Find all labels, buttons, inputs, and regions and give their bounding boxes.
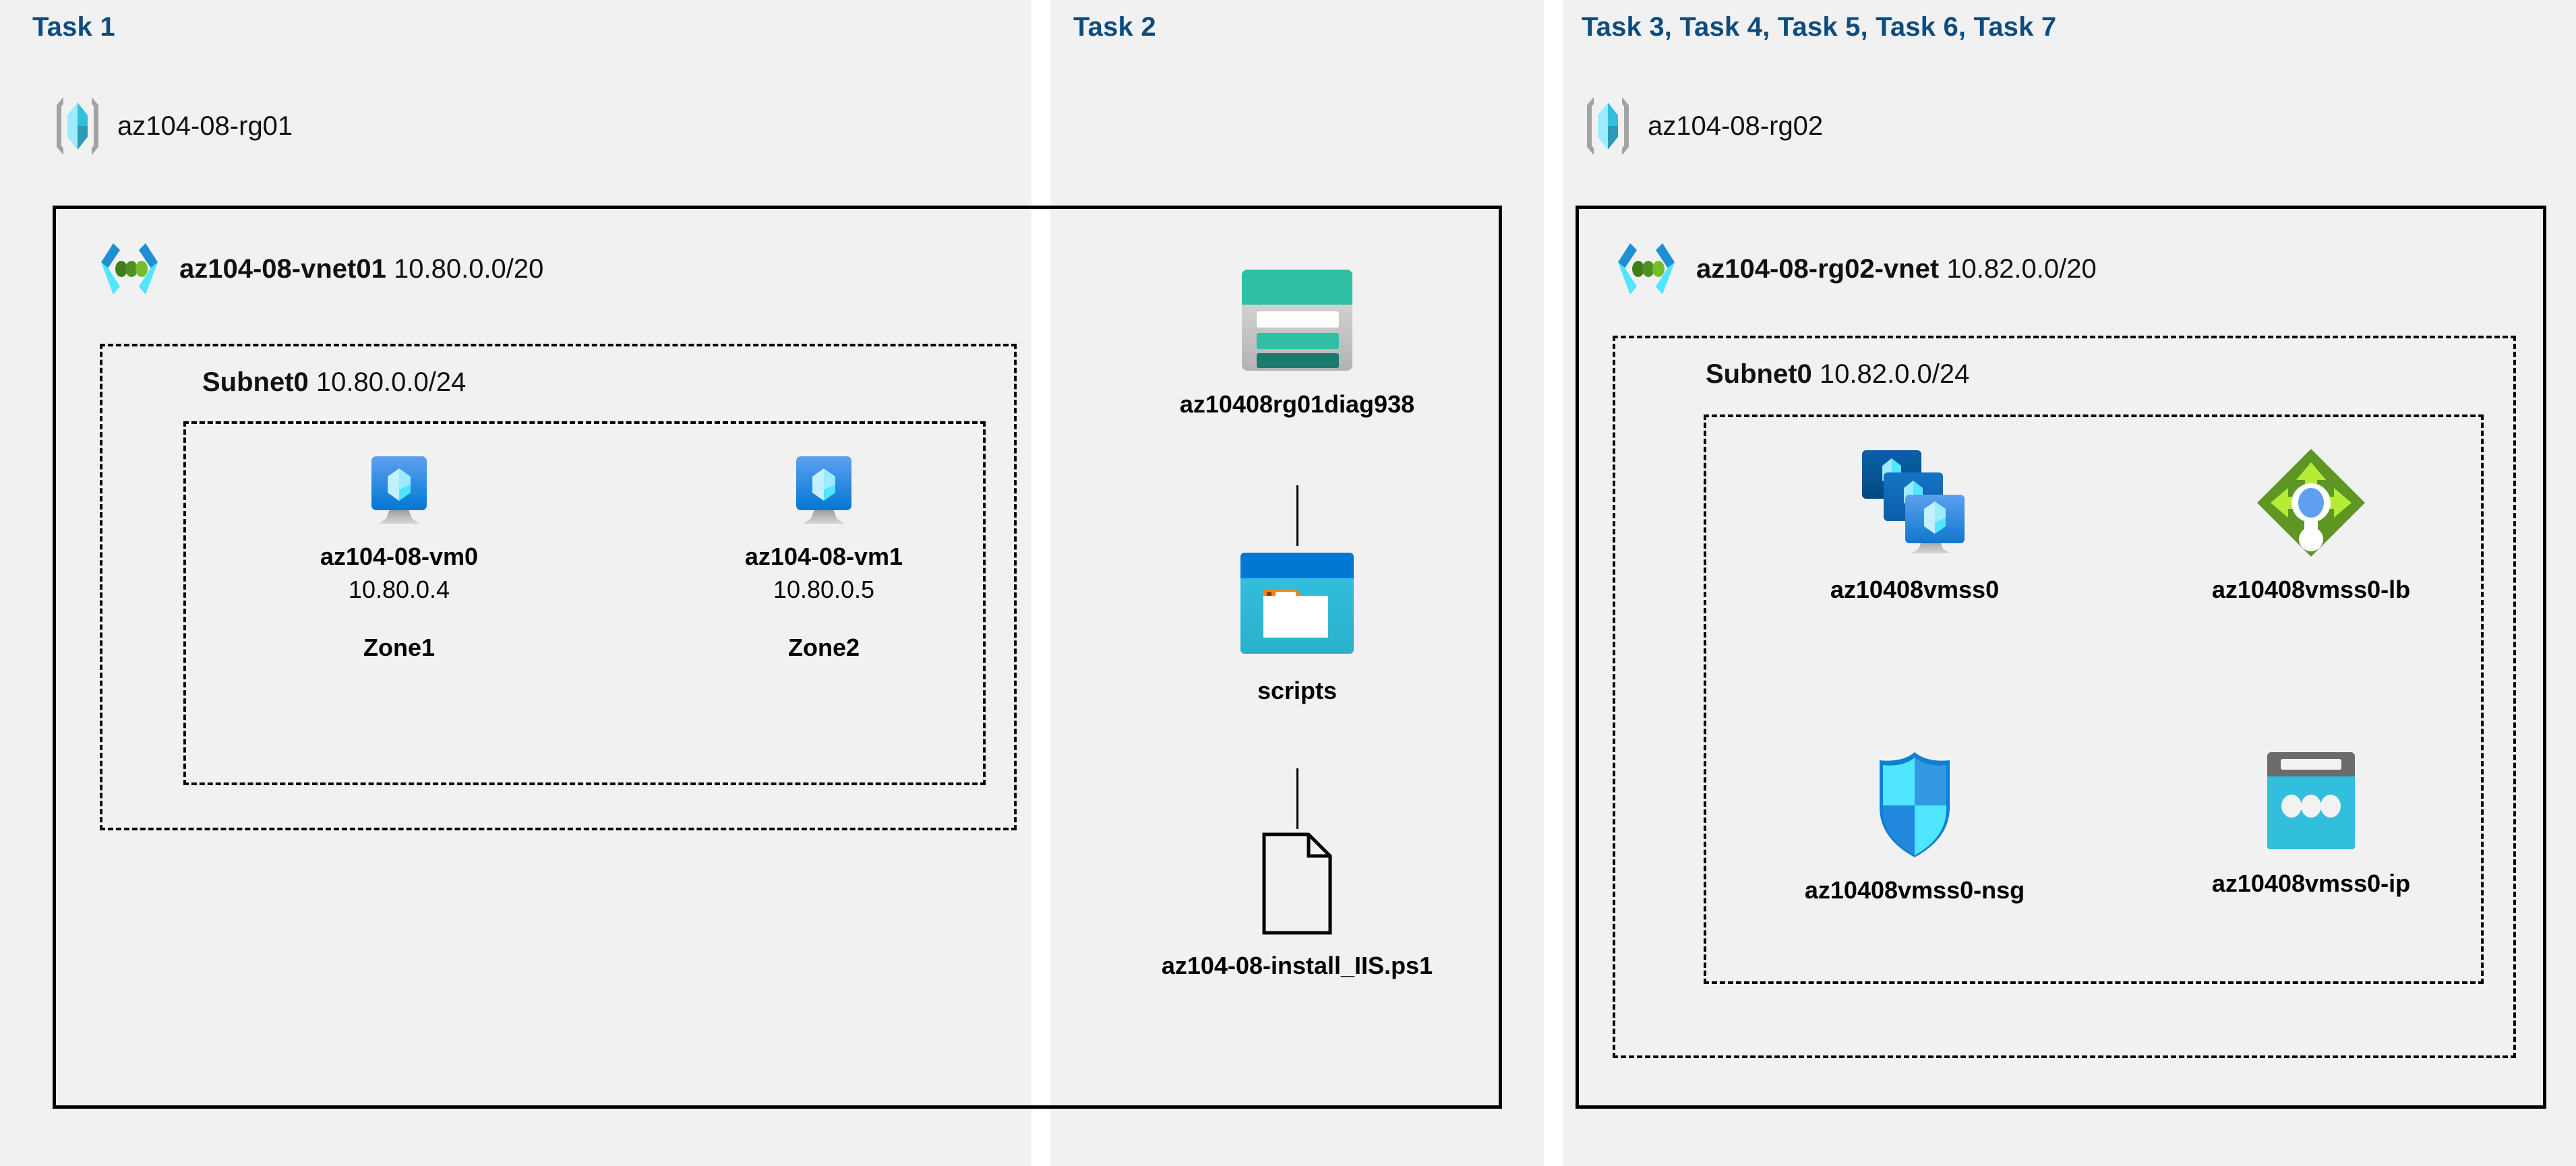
storage-account-node[interactable]: az10408rg01diag938 <box>1176 264 1418 419</box>
task1-resource-group-name: az104-08-rg01 <box>117 111 293 141</box>
task1-vnet-cidr: 10.80.0.0/20 <box>393 253 544 284</box>
vm-scale-set-name: az10408vmss0 <box>1830 576 2000 603</box>
vm-node-1-zone: Zone2 <box>787 634 860 661</box>
task2-label: Task 2 <box>1073 12 1156 42</box>
virtual-network-icon <box>94 239 164 299</box>
public-ip-address-name: az10408vmss0-ip <box>2211 869 2411 897</box>
connector-storage-to-scripts <box>1296 485 1298 546</box>
connector-scripts-to-script-file <box>1296 768 1298 829</box>
task3-vnet-header: az104-08-rg02-vnet 10.82.0.0/20 <box>1611 239 2097 299</box>
vm-node-0-name: az104-08-vm0 <box>320 543 479 570</box>
task1-subnet-name: Subnet0 <box>202 367 309 397</box>
task1-vnet-label: az104-08-vnet01 10.80.0.0/20 <box>179 254 543 284</box>
storage-account-name: az10408rg01diag938 <box>1179 390 1415 418</box>
task1-vnet-name: az104-08-vnet01 <box>179 253 386 284</box>
task1-subnet-header: Subnet0 10.80.0.0/24 <box>202 367 466 398</box>
public-ip-address-node[interactable]: az10408vmss0-ip <box>2169 748 2453 898</box>
vm-node-0-ip: 10.80.0.4 <box>348 576 450 603</box>
task1-vm-group-box <box>183 421 986 785</box>
script-file-icon <box>1254 830 1340 937</box>
vm-scale-set-icon <box>1847 445 1982 561</box>
task1-resource-group-header: az104-08-rg01 <box>53 94 293 158</box>
load-balancer-node[interactable]: az10408vmss0-lb <box>2169 445 2453 605</box>
task1-subnet-box <box>100 344 1017 830</box>
task1-subnet-cidr: 10.80.0.0/24 <box>316 367 467 397</box>
task3-resource-group-header: az104-08-rg02 <box>1583 94 1823 158</box>
network-security-group-name: az10408vmss0-nsg <box>1804 876 2025 904</box>
task1-label: Task 1 <box>32 12 115 42</box>
virtual-machine-icon <box>362 455 436 528</box>
storage-account-icon <box>1236 264 1358 375</box>
vm-node-1-ip: 10.80.0.5 <box>773 576 875 603</box>
load-balancer-icon <box>2253 445 2369 561</box>
virtual-network-icon <box>1611 239 1681 299</box>
task3-subnet-cidr: 10.82.0.0/24 <box>1819 359 1970 389</box>
resource-group-icon <box>1583 94 1633 158</box>
panel-task3-background <box>1563 0 2576 1166</box>
vm-scale-set-node[interactable]: az10408vmss0 <box>1773 445 2056 605</box>
vm-node-0[interactable]: az104-08-vm0 10.80.0.4 Zone1 <box>278 455 520 662</box>
vm-node-0-zone: Zone1 <box>363 634 435 661</box>
network-security-group-icon <box>1864 748 1965 861</box>
network-security-group-node[interactable]: az10408vmss0-nsg <box>1773 748 2056 905</box>
task3-subnet-box <box>1613 336 2516 1058</box>
task3-resource-group-inner-box <box>1704 415 2484 984</box>
script-file-node[interactable]: az104-08-install_IIS.ps1 <box>1162 830 1433 981</box>
public-ip-address-icon <box>2260 748 2362 855</box>
script-file-name: az104-08-install_IIS.ps1 <box>1161 952 1433 979</box>
virtual-machine-icon <box>787 455 861 528</box>
task1-vnet-box <box>53 206 1502 1109</box>
task3-subnet-name: Subnet0 <box>1706 359 1812 389</box>
load-balancer-name: az10408vmss0-lb <box>2211 576 2411 603</box>
task3-subnet-header: Subnet0 10.82.0.0/24 <box>1706 359 1969 390</box>
blob-container-name: scripts <box>1257 677 1338 704</box>
blob-container-icon <box>1236 547 1358 662</box>
task3-label: Task 3, Task 4, Task 5, Task 6, Task 7 <box>1582 12 2057 42</box>
vm-node-1-name: az104-08-vm1 <box>744 543 903 570</box>
task3-vnet-box <box>1576 206 2546 1109</box>
task3-vnet-cidr: 10.82.0.0/20 <box>1946 253 2097 284</box>
task1-vnet-header: az104-08-vnet01 10.80.0.0/20 <box>94 239 543 299</box>
resource-group-icon <box>53 94 102 158</box>
blob-container-node[interactable]: scripts <box>1176 547 1418 706</box>
panel-task1-background <box>0 0 1031 1166</box>
vm-node-1[interactable]: az104-08-vm1 10.80.0.5 Zone2 <box>702 455 945 662</box>
task3-vnet-label: az104-08-rg02-vnet 10.82.0.0/20 <box>1696 254 2097 284</box>
task3-resource-group-name: az104-08-rg02 <box>1648 111 1824 141</box>
task3-vnet-name: az104-08-rg02-vnet <box>1696 253 1940 284</box>
